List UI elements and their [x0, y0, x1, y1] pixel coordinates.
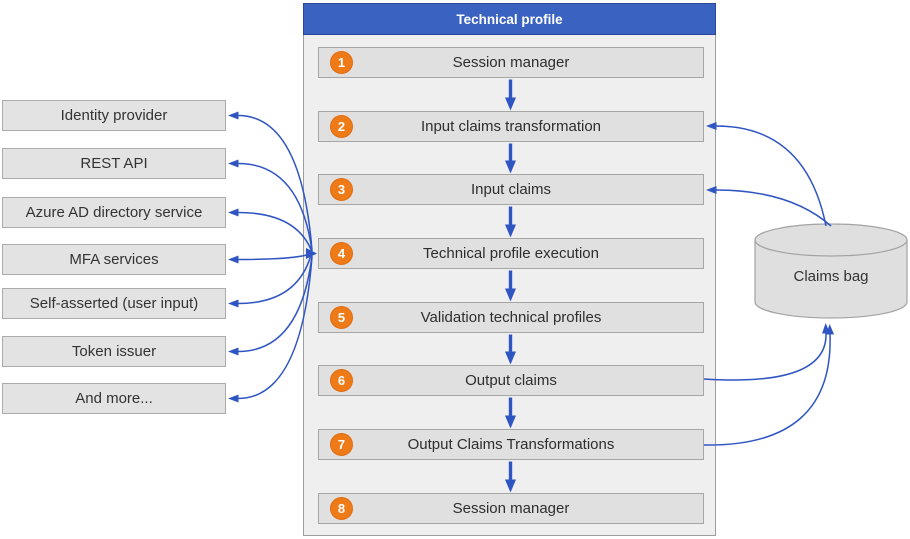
step-row-session-manager-1: 1 Session manager — [318, 47, 704, 78]
provider-box-token-issuer: Token issuer — [2, 336, 226, 367]
step-number-badge: 1 — [330, 51, 353, 74]
claims-read-arrows — [706, 122, 832, 227]
step-label: Session manager — [452, 500, 570, 517]
provider-box-and-more: And more... — [2, 383, 226, 414]
provider-box-identity-provider: Identity provider — [2, 100, 226, 131]
step-number-badge: 8 — [330, 497, 353, 520]
provider-box-self-asserted: Self-asserted (user input) — [2, 288, 226, 319]
step-row-session-manager-8: 8 Session manager — [318, 493, 704, 524]
provider-box-rest-api: REST API — [2, 148, 226, 179]
technical-profile-panel: Technical profile 1 Session manager 2 In… — [303, 3, 716, 536]
step-number-badge: 5 — [330, 306, 353, 329]
step-row-technical-profile-execution: 4 Technical profile execution — [318, 238, 704, 269]
step-row-input-claims-transformation: 2 Input claims transformation — [318, 111, 704, 142]
step-row-input-claims: 3 Input claims — [318, 174, 704, 205]
step-row-output-claims-transformations: 7 Output Claims Transformations — [318, 429, 704, 460]
claims-bag-label: Claims bag — [793, 268, 869, 285]
panel-title: Technical profile — [303, 3, 716, 35]
step-number-badge: 3 — [330, 178, 353, 201]
step-label: Validation technical profiles — [420, 309, 602, 326]
step-label: Technical profile execution — [423, 245, 599, 262]
step-number-badge: 4 — [330, 242, 353, 265]
provider-box-mfa-services: MFA services — [2, 244, 226, 275]
step-label: Input claims — [470, 181, 552, 198]
step-number-badge: 6 — [330, 369, 353, 392]
step-label: Output claims — [465, 372, 557, 389]
claims-write-arrows — [703, 323, 835, 446]
step-number-badge: 2 — [330, 115, 353, 138]
step-label: Input claims transformation — [420, 118, 602, 135]
step-row-validation-technical-profiles: 5 Validation technical profiles — [318, 302, 704, 333]
step-row-output-claims: 6 Output claims — [318, 365, 704, 396]
provider-box-azure-ad-directory-service: Azure AD directory service — [2, 197, 226, 228]
step-number-badge: 7 — [330, 433, 353, 456]
step-label: Output Claims Transformations — [407, 436, 615, 453]
step-label: Session manager — [452, 54, 570, 71]
